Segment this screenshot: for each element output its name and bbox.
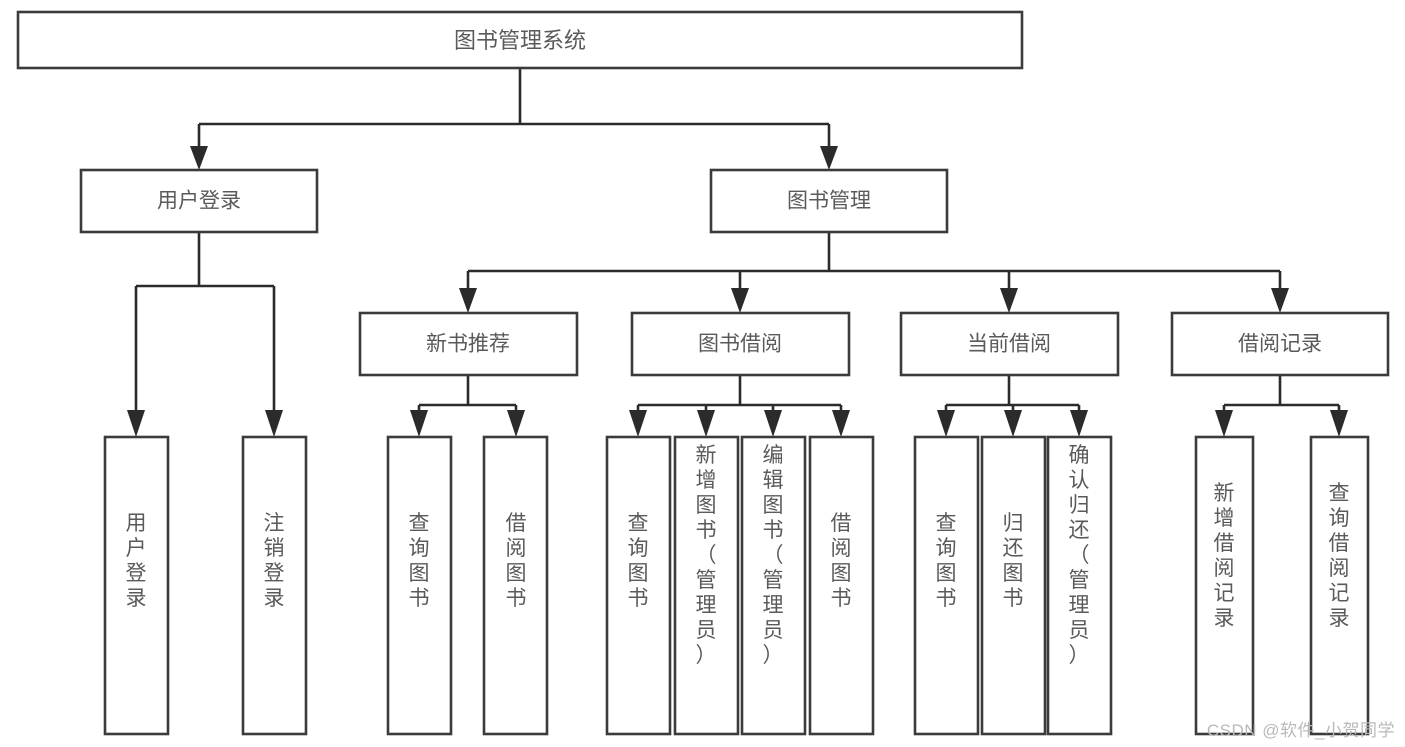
node-leaf-query-book-2-box[interactable]: [605, 435, 672, 736]
arrow-head-leaf-query-record: [1330, 410, 1348, 437]
node-leaf-user-logout-box[interactable]: [241, 435, 308, 736]
node-leaf-query-book-3-label: 查询图书: [936, 512, 957, 610]
node-current-borrow-box[interactable]: [899, 311, 1120, 377]
node-root-label: 图书管理系统: [454, 28, 586, 53]
arrow-head-book-borrow: [731, 288, 749, 313]
node-leaf-query-book-2-label: 查询图书: [628, 512, 649, 610]
node-book-borrow-label: 图书借阅: [698, 333, 782, 356]
node-leaf-return-book[interactable]: 归还图书: [980, 435, 1047, 736]
node-leaf-query-book-2[interactable]: 查询图书: [605, 435, 672, 736]
csdn-watermark: CSDN @软件_小贺同学: [1206, 721, 1395, 740]
node-leaf-query-book-1-box[interactable]: [386, 435, 453, 736]
arrow-head-leaf-return-book: [1004, 410, 1022, 437]
node-user-login[interactable]: 用户登录: [79, 168, 319, 234]
node-leaf-borrow-book-2-box[interactable]: [808, 435, 875, 736]
node-borrow-record[interactable]: 借阅记录: [1170, 311, 1390, 377]
node-leaf-confirm-return-label: 确认归还（管理员）: [1069, 444, 1090, 667]
node-user-login-box[interactable]: [79, 168, 319, 234]
node-book-borrow-box[interactable]: [630, 311, 851, 377]
node-book-manage-box[interactable]: [709, 168, 949, 234]
node-leaf-add-book-label: 新增图书（管理员）: [696, 444, 717, 667]
node-leaf-confirm-return-box[interactable]: [1046, 435, 1113, 736]
node-borrow-record-box[interactable]: [1170, 311, 1390, 377]
node-leaf-query-record-box[interactable]: [1309, 435, 1370, 736]
node-leaf-borrow-book-2-label: 借阅图书: [831, 512, 852, 610]
node-leaf-borrow-book-1[interactable]: 借阅图书: [482, 435, 549, 736]
node-leaf-edit-book-box[interactable]: [740, 435, 807, 736]
node-leaf-query-book-3-box[interactable]: [913, 435, 980, 736]
arrow-head-leaf-edit-book: [764, 410, 782, 437]
node-leaf-edit-book-label: 编辑图书（管理员）: [763, 444, 784, 667]
node-leaf-confirm-return[interactable]: 确认归还（管理员）: [1046, 435, 1113, 736]
node-leaf-add-book-box[interactable]: [673, 435, 740, 736]
connectors-layer: [127, 68, 1348, 437]
node-user-login-label: 用户登录: [157, 190, 241, 213]
node-leaf-add-book[interactable]: 新增图书（管理员）: [673, 435, 740, 736]
node-leaf-return-book-box[interactable]: [980, 435, 1047, 736]
node-current-borrow-label: 当前借阅: [967, 333, 1051, 356]
node-leaf-user-logout-label: 注销登录: [264, 512, 285, 610]
node-new-book-rec-label: 新书推荐: [426, 333, 510, 356]
node-leaf-user-login-box[interactable]: [103, 435, 170, 736]
node-leaf-query-book-1-label: 查询图书: [409, 512, 430, 610]
arrow-head-leaf-add-record: [1215, 410, 1233, 437]
node-leaf-user-login-label: 用户登录: [126, 512, 147, 610]
node-leaf-user-login[interactable]: 用户登录: [103, 435, 170, 736]
arrow-head-leaf-confirm-return: [1070, 410, 1088, 437]
node-leaf-borrow-book-1-box[interactable]: [482, 435, 549, 736]
arrow-head-leaf-user-logout: [265, 410, 283, 437]
arrow-head-leaf-query-book-3: [937, 410, 955, 437]
node-leaf-query-book-1[interactable]: 查询图书: [386, 435, 453, 736]
node-book-manage-label: 图书管理: [787, 190, 871, 213]
arrow-head-borrow-record: [1271, 288, 1289, 313]
node-root-box[interactable]: [16, 10, 1024, 70]
arrow-head-leaf-add-book: [697, 410, 715, 437]
arrow-head-leaf-query-book-2: [629, 410, 647, 437]
node-leaf-add-record-label: 新增借阅记录: [1214, 482, 1235, 630]
arrow-head-current-borrow: [1000, 288, 1018, 313]
node-leaf-add-record[interactable]: 新增借阅记录: [1194, 435, 1255, 736]
node-current-borrow[interactable]: 当前借阅: [899, 311, 1120, 377]
node-leaf-query-record-label: 查询借阅记录: [1329, 482, 1350, 630]
arrow-head-new-book-rec: [459, 288, 477, 313]
node-leaf-borrow-book-2[interactable]: 借阅图书: [808, 435, 875, 736]
arrow-head-leaf-user-login: [127, 410, 145, 437]
node-leaf-return-book-label: 归还图书: [1003, 512, 1024, 610]
arrow-head-leaf-borrow-book-2: [832, 410, 850, 437]
node-leaf-query-record[interactable]: 查询借阅记录: [1309, 435, 1370, 736]
arrow-head-book-manage: [820, 146, 838, 170]
arrow-head-user-login: [190, 146, 208, 170]
node-book-borrow[interactable]: 图书借阅: [630, 311, 851, 377]
node-new-book-rec[interactable]: 新书推荐: [358, 311, 579, 377]
node-leaf-edit-book[interactable]: 编辑图书（管理员）: [740, 435, 807, 736]
arrow-head-leaf-query-book-1: [410, 410, 428, 437]
node-book-manage[interactable]: 图书管理: [709, 168, 949, 234]
node-borrow-record-label: 借阅记录: [1238, 333, 1322, 356]
node-new-book-rec-box[interactable]: [358, 311, 579, 377]
arrow-head-leaf-borrow-book-1: [507, 410, 525, 437]
node-leaf-borrow-book-1-label: 借阅图书: [506, 512, 527, 610]
node-leaf-add-record-box[interactable]: [1194, 435, 1255, 736]
node-leaf-query-book-3[interactable]: 查询图书: [913, 435, 980, 736]
node-root[interactable]: 图书管理系统: [16, 10, 1024, 70]
node-leaf-user-logout[interactable]: 注销登录: [241, 435, 308, 736]
